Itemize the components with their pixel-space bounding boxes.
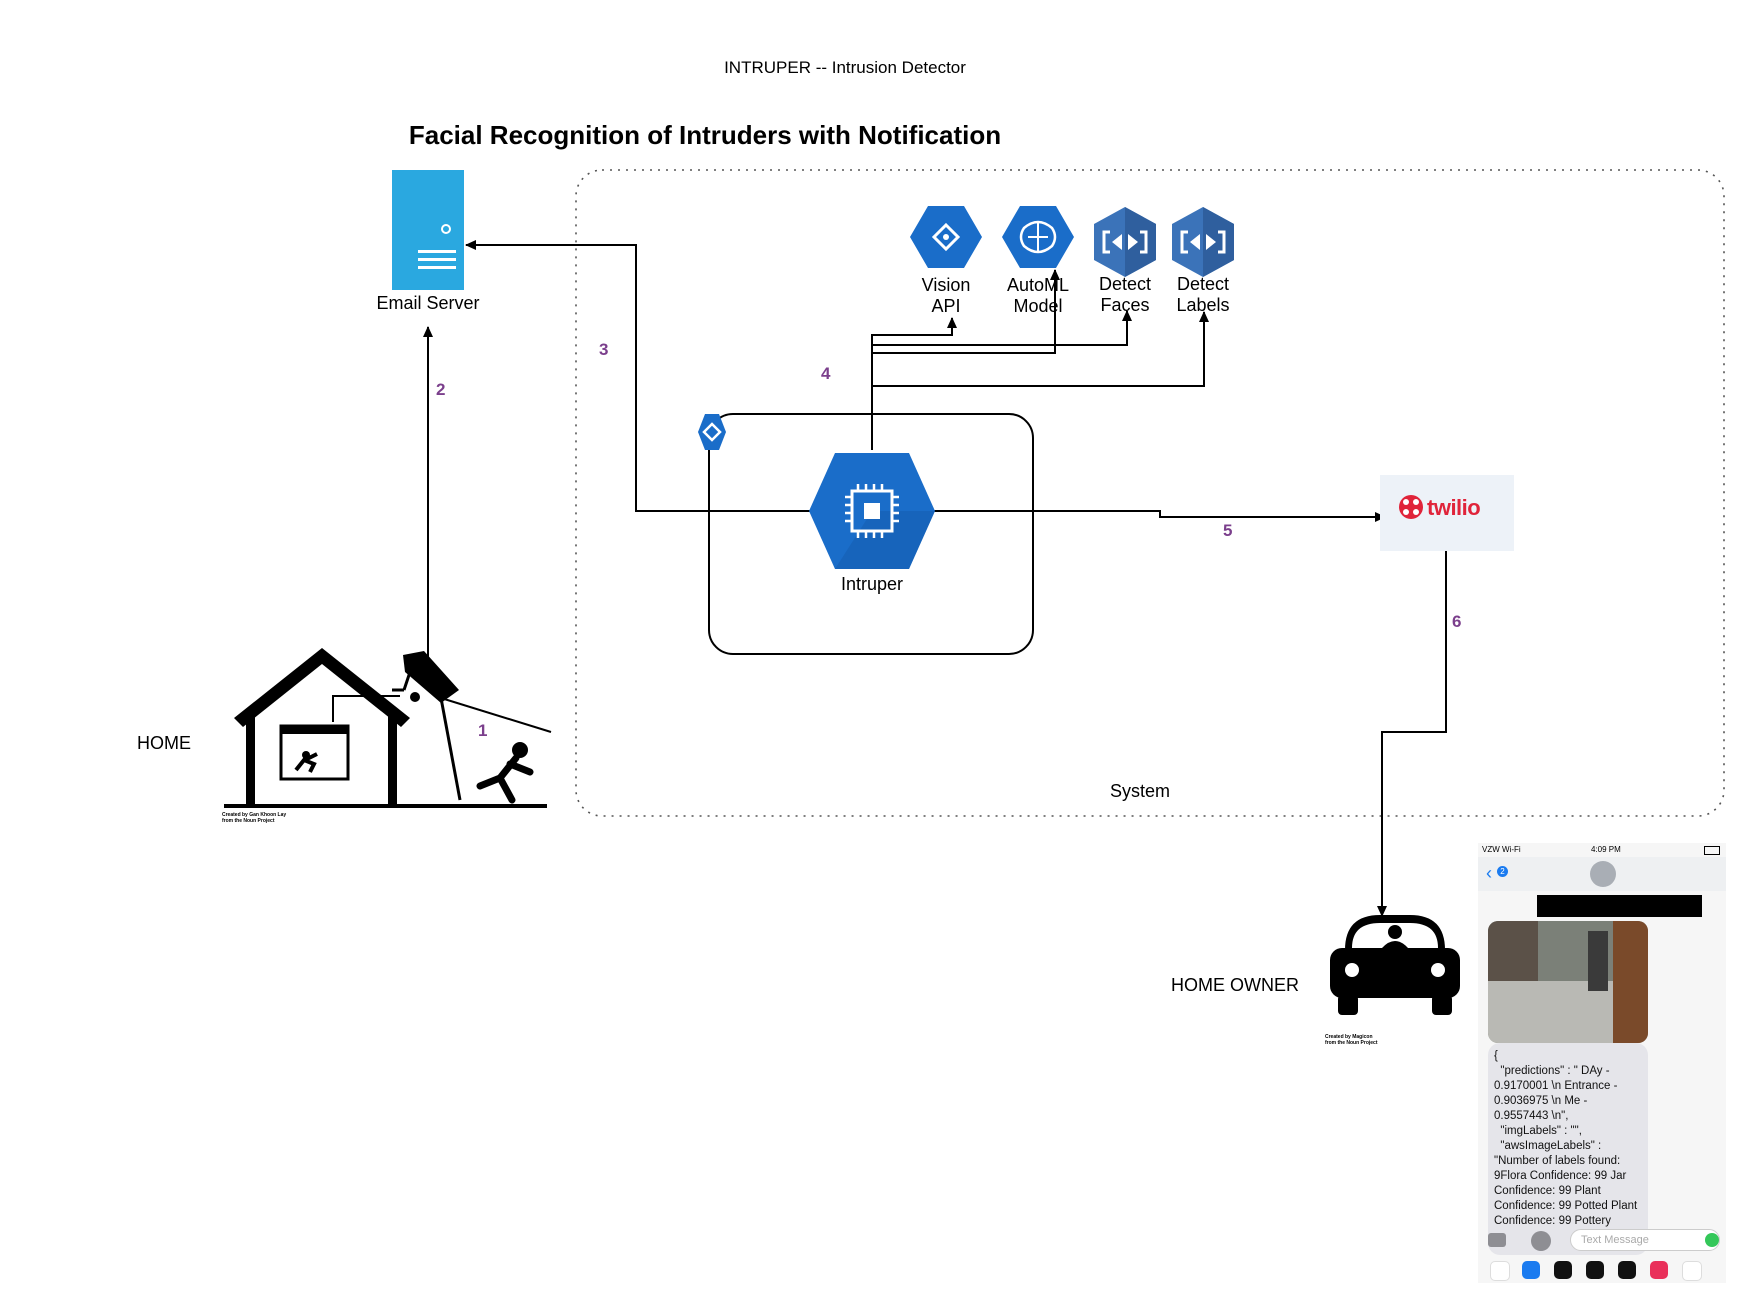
apple-pay-icon[interactable] [1586, 1261, 1604, 1279]
back-badge: 2 [1497, 866, 1508, 877]
car-icon-credit: Created by Magicon from the Noun Project [1325, 1034, 1378, 1046]
text-message-input[interactable]: Text Message [1570, 1229, 1720, 1251]
automl-model-icon[interactable] [1002, 206, 1074, 268]
detect-faces-icon[interactable] [1094, 207, 1156, 277]
digital-touch-icon[interactable] [1618, 1261, 1636, 1279]
twilio-logo[interactable] [1380, 475, 1514, 551]
phone-status-bar: VZW Wi-Fi 4:09 PM [1478, 843, 1726, 857]
system-label: System [1109, 781, 1170, 801]
step-number-3: 3 [599, 340, 609, 359]
step-number-2: 2 [436, 380, 446, 399]
send-arrow-icon[interactable] [1705, 1233, 1719, 1247]
detect-faces-label: Detect Faces [1098, 274, 1152, 315]
home-illustration [224, 648, 552, 808]
activity-app-icon[interactable] [1554, 1261, 1572, 1279]
home-label: HOME [137, 733, 191, 753]
vision-api-label: Vision API [921, 275, 971, 316]
edge-step-4-faces [872, 310, 1132, 346]
main-title: Facial Recognition of Intruders with Not… [408, 120, 1002, 150]
message-text: { "predictions" : " DAy - 0.9170001 \n E… [1494, 1050, 1638, 1227]
carrier-text: VZW Wi-Fi [1482, 845, 1521, 854]
home-owner-label: HOME OWNER [1171, 975, 1299, 995]
music-app-icon[interactable] [1682, 1261, 1702, 1281]
edge-step-4-automl [872, 269, 1060, 354]
automl-model-label: AutoML Model [1006, 275, 1070, 316]
edge-step-3 [465, 240, 828, 512]
twilio-wordmark: twilio [1427, 495, 1481, 520]
edge-step-6 [1377, 550, 1447, 917]
message-bubble [1488, 1043, 1648, 1255]
photos-app-icon[interactable] [1490, 1261, 1510, 1281]
edge-step-5 [934, 510, 1386, 522]
messages-header: ‹ 2 [1478, 857, 1726, 891]
step-number-6: 6 [1452, 612, 1462, 631]
back-chevron-icon[interactable]: ‹ [1486, 863, 1492, 883]
search-images-icon[interactable] [1650, 1261, 1668, 1279]
car-illustration [1330, 915, 1460, 1015]
email-server-label: Email Server [376, 293, 480, 313]
redacted-contact-bar [1537, 895, 1702, 917]
step-number-5: 5 [1223, 521, 1233, 540]
home-icon-credit: Created by Gan Khoon Lay from the Noun P… [222, 812, 287, 824]
gcp-hex-badge-icon [698, 414, 726, 450]
detect-labels-icon[interactable] [1172, 207, 1234, 277]
step-number-1: 1 [478, 721, 488, 740]
phone-time: 4:09 PM [1591, 845, 1621, 854]
appstore-app-icon[interactable] [1522, 1261, 1540, 1279]
email-server-icon[interactable] [392, 170, 464, 290]
app-drawer [1478, 1257, 1726, 1283]
detect-labels-label: Detect Labels [1176, 274, 1230, 315]
battery-icon [1704, 846, 1720, 855]
intruper-label: Intruper [840, 574, 904, 594]
connectors [423, 240, 1447, 917]
edge-step-4-labels [872, 311, 1209, 387]
document-title: INTRUPER -- Intrusion Detector [724, 58, 966, 77]
phone-sms-screenshot: VZW Wi-Fi 4:09 PM ‹ 2 { "predictions" : … [1478, 843, 1726, 1283]
camera-icon[interactable] [1488, 1233, 1506, 1247]
app-store-icon[interactable] [1531, 1231, 1551, 1251]
step-number-4: 4 [821, 364, 831, 383]
edge-step-4-vision [871, 317, 957, 450]
intruper-compute-icon[interactable] [809, 453, 935, 569]
system-boundary [575, 169, 1725, 817]
vision-api-icon[interactable] [910, 206, 982, 268]
camera-snapshot-image[interactable] [1488, 921, 1648, 1043]
contact-avatar [1590, 861, 1616, 887]
